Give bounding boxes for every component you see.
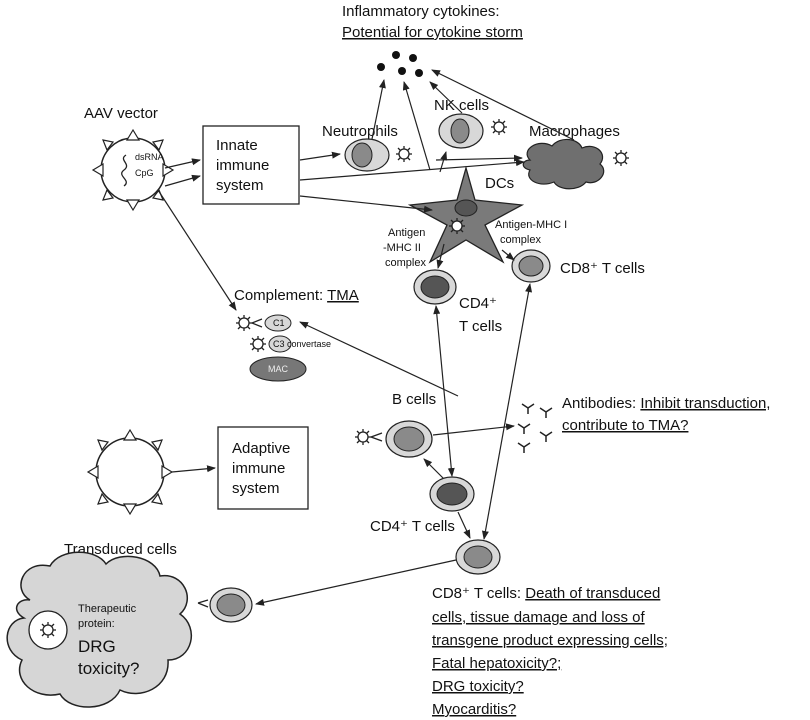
macrophage-cell: [522, 138, 605, 190]
therapeutic-line2: protein:: [78, 618, 115, 630]
arrow-dcs-to-cd8: [501, 249, 515, 261]
arrow-cd4-to-cd8: [457, 511, 471, 539]
virion-icon: [235, 314, 253, 332]
transduced-cell: [209, 587, 253, 623]
cd8-effects-line3: transgene product expressing cells;: [432, 632, 668, 649]
cytokine-storm-label: Potential for cytokine storm: [342, 24, 523, 41]
c1-label: C1: [273, 318, 285, 328]
aav-vector-icon: [91, 128, 175, 212]
arrow-cd4-to-bcell: [423, 458, 444, 479]
virion-icon: [39, 621, 57, 639]
innate-line3: system: [216, 177, 264, 194]
macrophages-label: Macrophages: [529, 123, 620, 140]
arrow-innate-to-dcs: [299, 195, 433, 213]
virion-icon: [448, 217, 466, 235]
antibodies-line2: contribute to TMA?: [562, 417, 688, 434]
adaptive-immune-box: [217, 426, 309, 510]
antibodies-icon: [517, 403, 553, 454]
binding-icon: [197, 599, 209, 608]
cpg-label: CpG: [135, 168, 154, 178]
arrow-to-macrophages: [435, 154, 523, 162]
b-cells-label: B cells: [392, 391, 436, 408]
arrow-innate-to-neutrophils: [299, 151, 341, 161]
aav-vector-icon-adaptive: [86, 428, 174, 516]
arrow-aav-to-innate-2: [164, 174, 201, 187]
cd8-effects-line2: cells, tissue damage and loss of: [432, 609, 645, 626]
drg-line1: DRG: [78, 637, 116, 656]
dcs-label: DCs: [485, 175, 514, 192]
cd4-line2: T cells: [459, 318, 502, 335]
cytokine-dots: [377, 51, 423, 77]
drg-line2: toxicity?: [78, 659, 139, 678]
c3-shape: [268, 335, 292, 353]
neutrophil-cell: [344, 138, 390, 172]
antigen-mhc2-line3: complex: [385, 257, 426, 269]
virion-icon: [395, 145, 413, 163]
arrow-bcell-to-antibodies: [432, 423, 515, 436]
arrow-cd4-top-to-cd4-bottom: [433, 305, 455, 477]
cd4-t-cell-bottom: [429, 476, 475, 512]
cd8-t-cell-bottom: [455, 539, 501, 575]
arrow-dcs-to-cytokines: [402, 81, 431, 171]
cd4-t-cell-top: [413, 269, 457, 305]
cd8-effects-line1: CD8⁺ T cells: Death of transduced: [432, 585, 660, 602]
c3-convertase-label: C3 convertase: [273, 339, 331, 349]
dsrna-label: dsRNA: [135, 152, 164, 162]
cd8-effects-line5: DRG toxicity?: [432, 678, 524, 695]
antigen-mhc2-line2: -MHC II: [383, 242, 421, 254]
antigen-mhc1-line1: Antigen-MHC I: [495, 219, 567, 231]
arrow-aav-to-complement: [157, 189, 237, 311]
arrow-aav-to-innate: [164, 158, 201, 169]
virion-icon: [249, 335, 267, 353]
binding-icon: [370, 432, 383, 442]
cd4-line1: CD4⁺: [459, 295, 497, 312]
antibodies-label: Antibodies: Inhibit transduction,: [562, 395, 770, 412]
antigen-mhc2-line1: Antigen: [388, 227, 425, 239]
neutrophils-label: Neutrophils: [322, 123, 398, 140]
complement-label: Complement: TMA: [234, 287, 359, 304]
mac-shape: [249, 356, 307, 382]
binding-icon: [251, 318, 263, 328]
arrow-to-nk: [439, 151, 448, 173]
nk-cell: [438, 113, 484, 149]
virion-icon: [612, 149, 630, 167]
dendritic-cell: [407, 165, 525, 264]
adaptive-line3: system: [232, 480, 280, 497]
cd8-effects-line6: Myocarditis?: [432, 701, 516, 718]
arrow-nk-to-cytokines: [429, 81, 463, 114]
arrow-cd8-top-to-cd8-bottom: [481, 283, 533, 540]
virion-icon: [354, 428, 372, 446]
virion-icon: [490, 118, 508, 136]
antigen-mhc1-line2: complex: [500, 234, 541, 246]
arrow-innate-to-macrophages: [299, 159, 525, 181]
cd8-t-cells-top-label: CD8⁺ T cells: [560, 260, 645, 277]
arrow-neutrophils-to-cytokines: [371, 79, 386, 140]
mac-label: MAC: [268, 364, 289, 374]
b-cell: [385, 420, 433, 458]
adaptive-line2: immune: [232, 460, 285, 477]
arrow-cd8-to-transduced: [255, 559, 457, 606]
cd8-effects-line4: Fatal hepatoxicity?;: [432, 655, 561, 672]
innate-line1: Innate: [216, 137, 258, 154]
adaptive-line1: Adaptive: [232, 440, 290, 457]
arrow-macrophages-to-cytokines: [431, 69, 575, 141]
c1-shape: [264, 314, 292, 332]
arrow-dcs-to-cd4: [436, 243, 445, 269]
cytokines-title: Inflammatory cytokines:: [342, 3, 500, 20]
cd8-t-cell-top: [511, 249, 551, 283]
innate-immune-box: [202, 125, 300, 205]
cd4-t-cells-bottom-label: CD4⁺ T cells: [370, 518, 455, 535]
nk-cells-label: NK cells: [434, 97, 489, 114]
arrow-aav-to-adaptive: [171, 465, 216, 473]
aav-vector-label: AAV vector: [84, 105, 158, 122]
therapeutic-line1: Therapeutic: [78, 603, 137, 615]
arrows: [157, 69, 575, 606]
innate-line2: immune: [216, 157, 269, 174]
arrow-antibodies-to-complement: [299, 321, 459, 397]
